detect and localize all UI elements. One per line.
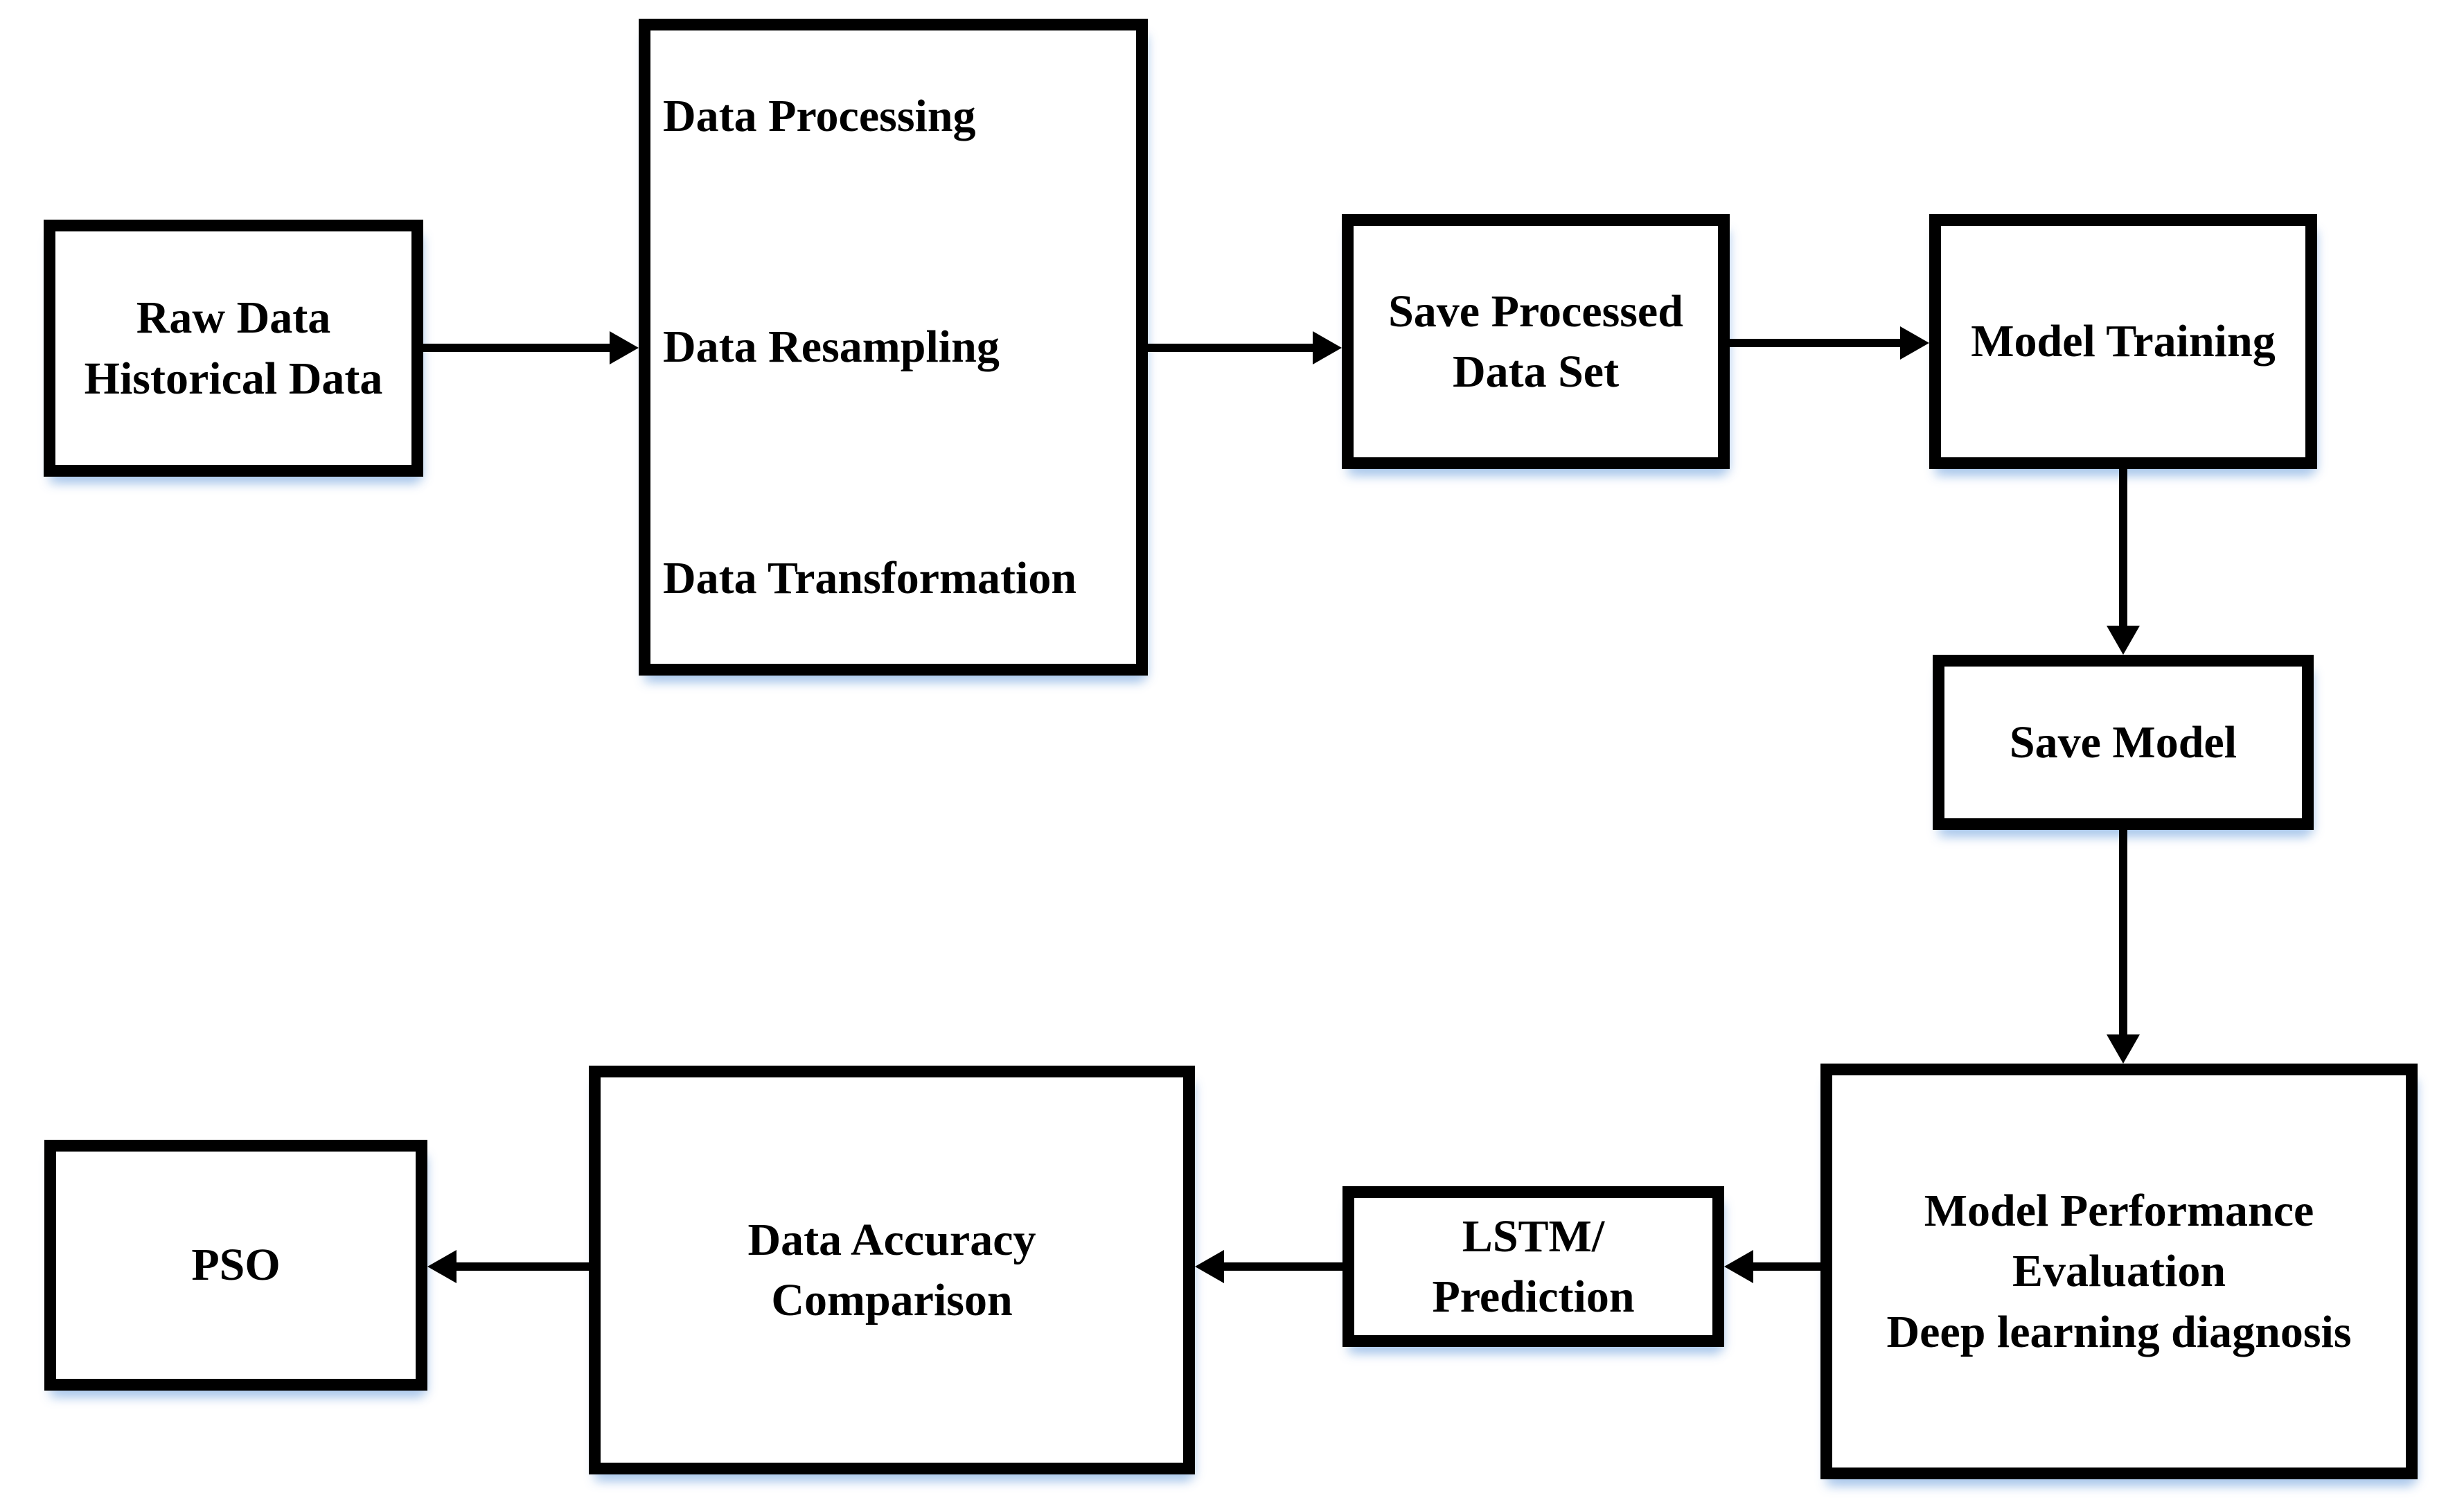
- arrow-line: [1730, 339, 1903, 347]
- arrow-line: [1148, 344, 1315, 352]
- node-label: Data Processing: [663, 91, 976, 141]
- arrowhead-right-icon: [1900, 326, 1929, 360]
- node-lstm-prediction: LSTM/ Prediction: [1342, 1186, 1724, 1347]
- node-label: Data Set: [1452, 346, 1620, 397]
- node-label: PSO: [191, 1240, 281, 1291]
- node-label: Raw Data: [136, 292, 331, 344]
- node-label: Prediction: [1432, 1271, 1635, 1322]
- node-model-training: Model Training: [1929, 214, 2317, 469]
- arrow-line: [2119, 830, 2127, 1037]
- arrowhead-left-icon: [1195, 1250, 1224, 1283]
- node-data-processing: Data Processing Data Resampling Data Tra…: [639, 19, 1148, 676]
- node-save-processed-data-set: Save Processed Data Set: [1342, 214, 1730, 469]
- arrow-line: [1752, 1262, 1820, 1271]
- node-label: Model Performance: [1924, 1186, 2314, 1237]
- arrow-line: [423, 344, 612, 352]
- node-label: Model Training: [1971, 316, 2276, 367]
- arrowhead-left-icon: [427, 1250, 457, 1283]
- arrowhead-right-icon: [610, 331, 639, 364]
- node-data-accuracy-comparison: Data Accuracy Comparison: [589, 1066, 1195, 1474]
- arrowhead-right-icon: [1313, 331, 1342, 364]
- node-label: Save Processed: [1388, 285, 1683, 337]
- arrowhead-down-icon: [2107, 1034, 2140, 1064]
- node-label: Save Model: [2009, 716, 2237, 768]
- node-label: Data Resampling: [663, 321, 1000, 373]
- node-model-performance-evaluation: Model Performance Evaluation Deep learni…: [1820, 1064, 2418, 1479]
- arrowhead-left-icon: [1724, 1250, 1753, 1283]
- node-label: LSTM/: [1462, 1210, 1605, 1262]
- node-label: Data Transformation: [663, 552, 1077, 603]
- node-label: Data Accuracy: [747, 1214, 1036, 1265]
- node-save-model: Save Model: [1933, 655, 2314, 830]
- arrow-line: [1223, 1262, 1342, 1271]
- node-label: Comparison: [771, 1275, 1013, 1325]
- node-label: Deep learning diagnosis: [1886, 1306, 2352, 1357]
- node-label: Historical Data: [84, 353, 383, 404]
- node-label: Evaluation: [2012, 1246, 2226, 1297]
- node-pso: PSO: [44, 1140, 427, 1391]
- node-raw-data: Raw Data Historical Data: [44, 220, 423, 477]
- arrow-line: [455, 1262, 589, 1271]
- arrow-line: [2119, 469, 2127, 628]
- arrowhead-down-icon: [2107, 626, 2140, 655]
